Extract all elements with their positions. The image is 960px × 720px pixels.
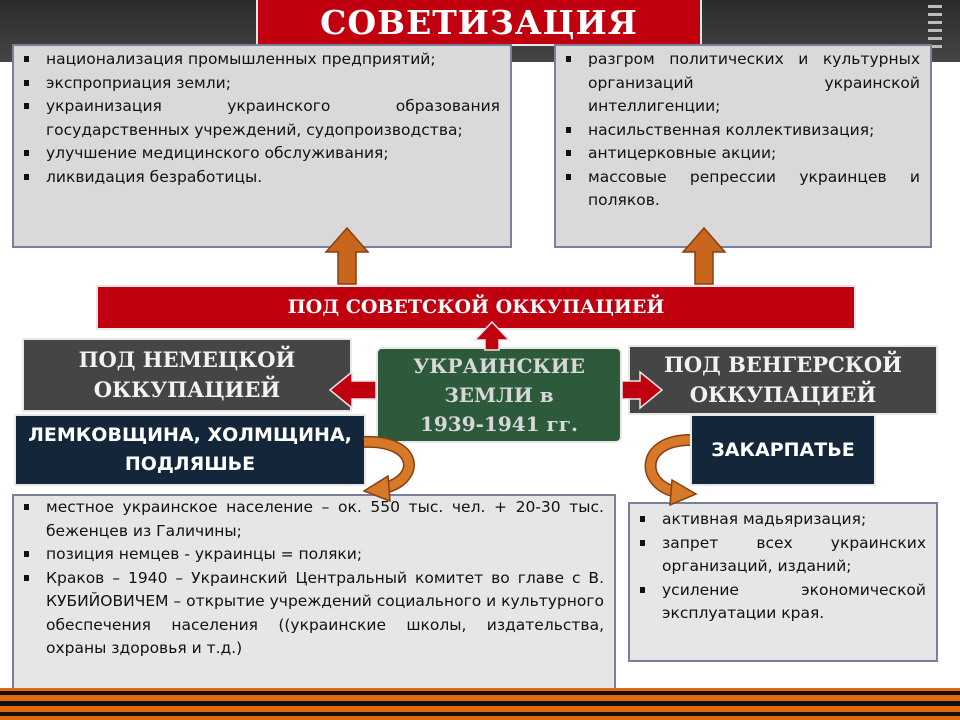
soviet-occupation-banner: ПОД СОВЕТСКОЙ ОККУПАЦИЕЙ — [96, 285, 856, 330]
list-item: массовые репрессии украинцев и поляков. — [556, 166, 920, 213]
west-regions-line-2: ПОДЛЯШЬЕ — [124, 453, 256, 475]
german-box-line-1: ПОД НЕМЕЦКОЙ — [78, 347, 296, 372]
ukrainian-lands-box: УКРАИНСКИЕ ЗЕМЛИ в 1939-1941 гг. — [376, 347, 622, 443]
list-item: улучшение медицинского обслуживания; — [14, 142, 500, 166]
arrow-left-icon — [328, 370, 377, 410]
curved-arrow-right-icon — [644, 434, 698, 507]
ribbon-stripes — [0, 688, 960, 720]
soviet-negative-list: разгром политических и культурных органи… — [554, 44, 932, 248]
hungarian-zone-list: активная мадьяризация; запрет всех украи… — [628, 502, 938, 662]
list-item: ликвидация безработицы. — [14, 166, 500, 190]
arrow-up-left-icon — [324, 226, 370, 285]
arrow-right-icon — [621, 370, 664, 410]
decorative-lines — [928, 0, 942, 62]
west-regions-box: ЛЕМКОВЩИНА, ХОЛМЩИНА, ПОДЛЯШЬЕ — [14, 414, 366, 486]
soviet-positive-list: национализация промышленных предприятий;… — [12, 44, 512, 248]
curved-arrow-left-icon — [362, 435, 415, 503]
zakarpattia-box: ЗАКАРПАТЬЕ — [690, 414, 876, 486]
list-item: национализация промышленных предприятий; — [14, 48, 500, 72]
zakarpattia-label: ЗАКАРПАТЬЕ — [711, 438, 855, 461]
list-item: позиция немцев - украинцы = поляки; — [14, 543, 604, 567]
list-item: Краков – 1940 – Украинский Центральный к… — [14, 567, 604, 661]
hungarian-box-line-2: ОККУПАЦИЕЙ — [689, 382, 877, 407]
west-regions-line-1: ЛЕМКОВЩИНА, ХОЛМЩИНА, — [28, 424, 352, 446]
list-item: местное украинское население – ок. 550 т… — [14, 496, 604, 543]
german-zone-list: местное украинское население – ок. 550 т… — [12, 494, 616, 690]
list-item: украинизация украинского образования гос… — [14, 95, 500, 142]
list-item: насильственная коллективизация; — [556, 119, 920, 143]
list-item: экспроприация земли; — [14, 72, 500, 96]
list-item: активная мадьяризация; — [630, 508, 926, 532]
german-box-line-2: ОККУПАЦИЕЙ — [93, 377, 281, 402]
hungarian-box-line-1: ПОД ВЕНГЕРСКОЙ — [664, 352, 902, 377]
list-item: усиление экономической эксплуатации края… — [630, 579, 926, 626]
center-box-line-1: УКРАИНСКИЕ — [413, 353, 585, 378]
center-box-line-3: 1939-1941 гг. — [419, 411, 579, 436]
arrow-up-right-icon — [681, 226, 727, 285]
list-item: запрет всех украинских организаций, изда… — [630, 532, 926, 579]
center-box-line-2: ЗЕМЛИ в — [444, 382, 554, 407]
arrow-up-center-icon — [473, 320, 511, 351]
hungarian-occupation-box: ПОД ВЕНГЕРСКОЙ ОККУПАЦИЕЙ — [628, 345, 938, 415]
german-occupation-box: ПОД НЕМЕЦКОЙ ОККУПАЦИЕЙ — [22, 338, 352, 412]
list-item: разгром политических и культурных органи… — [556, 48, 920, 119]
list-item: антицерковные акции; — [556, 142, 920, 166]
